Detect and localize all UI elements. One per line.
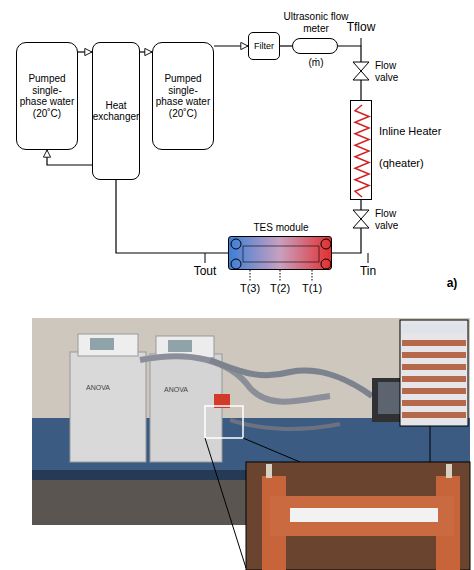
chiller-display <box>90 338 114 350</box>
inset-stripe <box>402 388 466 394</box>
tubing <box>230 420 340 429</box>
leader-line <box>243 438 300 462</box>
valve-triangle <box>353 62 369 71</box>
temperature-label: Tin <box>353 264 383 278</box>
highlight-box <box>205 406 243 438</box>
tes-core <box>243 246 319 262</box>
sensor-tick <box>361 38 362 46</box>
valve-triangle <box>353 219 369 228</box>
node-text: Heat exchanger <box>91 100 142 123</box>
inset-stripe <box>402 376 466 382</box>
inset-stripe <box>402 352 466 358</box>
pump-box: Pumped single-phase water (20˚C) <box>152 42 214 150</box>
node-text: Flow valve <box>375 208 415 231</box>
module-rod <box>266 464 272 478</box>
node-text: Ultrasonic flow meter <box>281 11 351 34</box>
pipe-connector <box>116 180 228 253</box>
sensor-label: T(3) <box>235 282 265 294</box>
port-circle <box>321 239 331 249</box>
leader-line <box>430 426 431 462</box>
module-rod <box>446 464 452 478</box>
pipe-connector <box>78 51 92 52</box>
pipe-connector <box>280 45 292 46</box>
sensor-tick <box>368 253 369 263</box>
flow-meter-box: Ultrasonic flow meter(ṁ) <box>292 38 338 54</box>
inset-stripe <box>402 412 466 418</box>
pipe-connector <box>332 228 361 253</box>
inline-heater: Inline Heater(qheater) <box>350 100 372 200</box>
sensor-line <box>280 270 281 282</box>
inset-stripe <box>402 340 466 346</box>
node-text: (qheater) <box>379 157 443 170</box>
leader-line <box>205 438 246 568</box>
filter-box: Filter <box>248 32 280 60</box>
valve-art <box>353 210 369 228</box>
sensor-line <box>312 270 313 282</box>
panel-label: a) <box>440 276 464 290</box>
port-circle <box>321 259 331 269</box>
brand-label: ANOVA <box>156 386 196 393</box>
sensor-label: T(1) <box>297 282 327 294</box>
node-text: TES module <box>229 222 333 234</box>
inset-stripe <box>402 400 466 406</box>
node-text: Pumped single-phase water (20˚C) <box>153 73 213 119</box>
flow-valve: Flow valve <box>353 62 369 80</box>
pipe-connector <box>360 80 361 100</box>
valve-triangle <box>353 210 369 219</box>
node-text: Flow valve <box>375 60 415 83</box>
valve-art <box>353 62 369 80</box>
heater-art <box>351 101 373 201</box>
node-text: (ṁ) <box>293 57 339 69</box>
module-slot <box>290 508 438 522</box>
sensor-label: T(2) <box>265 282 295 294</box>
inset-stripe <box>402 364 466 370</box>
tubing <box>140 356 330 402</box>
chiller-body <box>70 352 146 462</box>
temperature-label: Tflow <box>336 20 386 34</box>
pump-box: Pumped single-phase water (20˚C) <box>16 42 78 150</box>
module-block <box>270 496 454 536</box>
port-circle <box>231 259 241 269</box>
port-circle <box>231 239 241 249</box>
sensor-line <box>250 270 251 282</box>
valve-triangle <box>353 71 369 80</box>
tubing <box>210 360 372 396</box>
heater-coil <box>355 105 369 197</box>
chiller-body <box>150 354 222 462</box>
flow-valve: Flow valve <box>353 210 369 228</box>
chiller-display <box>168 340 192 352</box>
tes-module: TES module <box>228 236 332 270</box>
heat-exchanger-box: Heat exchanger <box>92 42 140 180</box>
pipe-connector <box>338 46 361 62</box>
pipe-connector <box>214 45 248 46</box>
node-text: Inline Heater <box>379 125 443 138</box>
inset-top <box>402 324 466 334</box>
inset-stripes <box>400 320 468 426</box>
temperature-label: Tout <box>190 264 220 278</box>
node-text: Pumped single-phase water (20˚C) <box>17 73 77 119</box>
sensor-tick <box>205 253 206 263</box>
brand-label: ANOVA <box>78 384 118 391</box>
inset-module <box>246 462 470 570</box>
node-text: Filter <box>252 41 276 51</box>
pipe-connector <box>360 200 361 210</box>
tes-art <box>229 237 333 271</box>
pipe-connector <box>47 150 92 165</box>
pipe-connector <box>140 51 152 52</box>
chiller-head <box>78 334 138 356</box>
